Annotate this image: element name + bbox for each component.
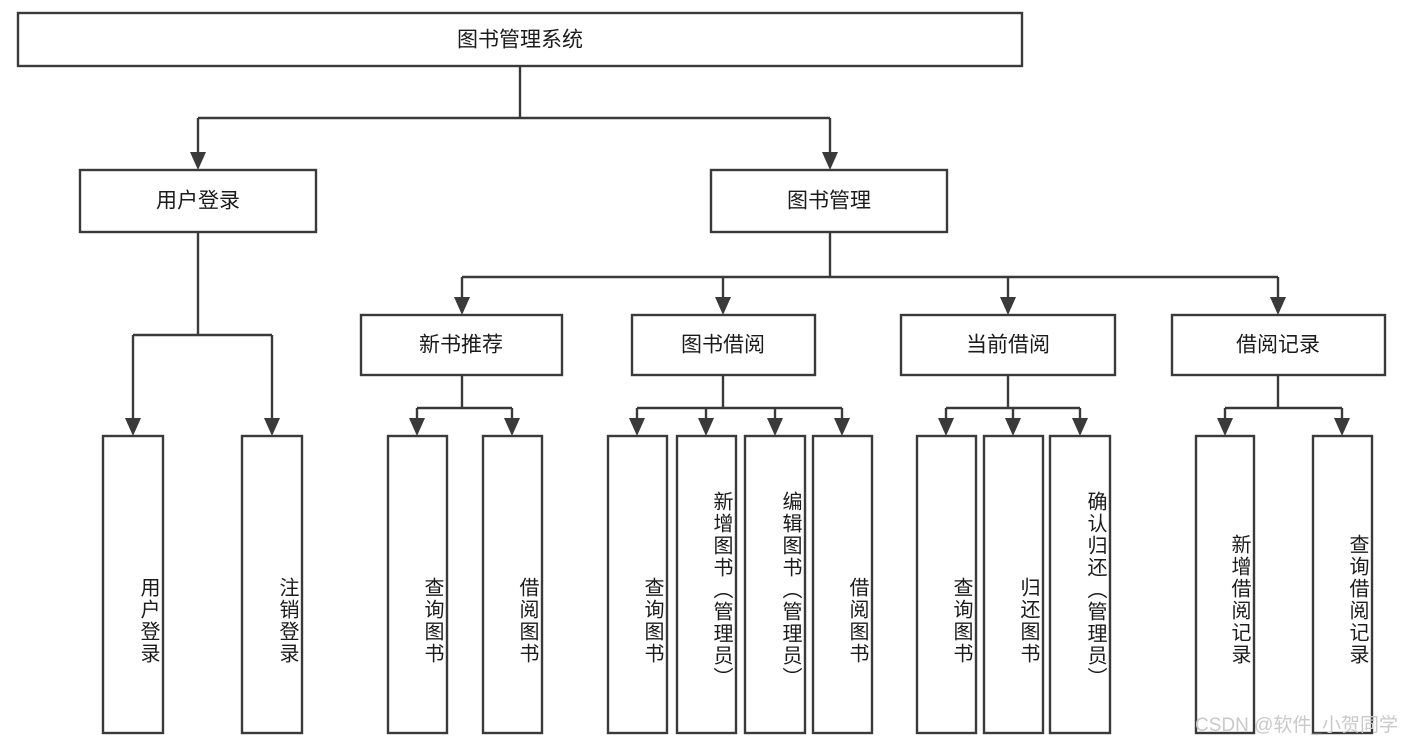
- arrowhead-book-manage: [822, 152, 838, 170]
- leaf-node-logout-login-box[interactable]: [240, 434, 304, 735]
- leaf-node-br-add-record[interactable]: [1194, 434, 1256, 735]
- leaf-node-cb-query-book[interactable]: [915, 434, 978, 735]
- node-book-manage-label: 图书管理: [787, 190, 871, 213]
- arrowhead-nb-leaf-1: [409, 418, 425, 436]
- arrowhead-br-leaf-2: [1334, 418, 1350, 436]
- leaf-node-bb-edit-book[interactable]: [743, 434, 807, 735]
- node-current-borrow-box[interactable]: [899, 313, 1117, 377]
- arrowhead-current-borrow: [1000, 297, 1016, 315]
- leaf-node-br-add-record-box[interactable]: [1194, 434, 1256, 735]
- node-new-book-recommend-box[interactable]: [359, 313, 564, 377]
- leaf-node-user-login-box[interactable]: [101, 434, 165, 735]
- node-borrow-record-box[interactable]: [1170, 313, 1387, 377]
- leaf-node-user-login[interactable]: [101, 434, 165, 735]
- csdn-watermark: CSDN @软件_小贺同学: [1195, 714, 1398, 736]
- node-user-login-box[interactable]: [78, 168, 318, 234]
- leaf-node-cb-return-book[interactable]: [982, 434, 1045, 735]
- node-book-borrow[interactable]: 图书借阅: [630, 313, 817, 377]
- node-borrow-record[interactable]: 借阅记录: [1170, 313, 1387, 377]
- connector-layer: [125, 66, 1350, 436]
- node-book-borrow-label: 图书借阅: [681, 334, 765, 357]
- arrowhead-user-login: [190, 152, 206, 170]
- arrowhead-leaf-user-login: [125, 418, 141, 436]
- leaf-node-bb-borrow-book[interactable]: [811, 434, 874, 735]
- arrowhead-book-borrow: [715, 297, 731, 315]
- node-user-login[interactable]: 用户登录: [78, 168, 318, 234]
- arrowhead-cb-leaf-2: [1005, 418, 1021, 436]
- leaf-node-cb-query-book-box[interactable]: [915, 434, 978, 735]
- arrowhead-borrow-record: [1270, 297, 1286, 315]
- node-book-manage-box[interactable]: [709, 168, 949, 234]
- arrowhead-new-book-recommend: [454, 297, 470, 315]
- node-root-system-box[interactable]: [16, 11, 1024, 68]
- arrowhead-cb-leaf-3: [1072, 418, 1088, 436]
- leaf-node-bb-borrow-book-box[interactable]: [811, 434, 874, 735]
- arrowhead-bb-leaf-4: [834, 418, 850, 436]
- leaf-node-cb-confirm-return[interactable]: [1048, 434, 1112, 735]
- node-new-book-recommend-label: 新书推荐: [419, 334, 503, 357]
- node-root-system-label: 图书管理系统: [457, 29, 583, 52]
- arrowhead-leaf-logout-login: [264, 418, 280, 436]
- leaf-node-bb-query-book-box[interactable]: [606, 434, 669, 735]
- node-root-system[interactable]: 图书管理系统: [16, 11, 1024, 68]
- node-book-manage[interactable]: 图书管理: [709, 168, 949, 234]
- arrowhead-bb-leaf-2: [698, 418, 714, 436]
- leaf-node-nb-borrow-book[interactable]: [481, 434, 544, 735]
- arrowhead-bb-leaf-3: [767, 418, 783, 436]
- leaf-node-logout-login[interactable]: [240, 434, 304, 735]
- leaf-node-cb-return-book-box[interactable]: [982, 434, 1045, 735]
- node-book-borrow-box[interactable]: [630, 313, 817, 377]
- leaf-node-bb-query-book[interactable]: [606, 434, 669, 735]
- arrowhead-bb-leaf-1: [629, 418, 645, 436]
- leaf-node-nb-query-book[interactable]: [386, 434, 449, 735]
- leaf-node-bb-add-book-box[interactable]: [675, 434, 738, 735]
- leaf-node-bb-add-book[interactable]: [675, 434, 738, 735]
- leaf-node-bb-edit-book-box[interactable]: [743, 434, 807, 735]
- leaf-node-cb-confirm-return-box[interactable]: [1048, 434, 1112, 735]
- arrowhead-br-leaf-1: [1217, 418, 1233, 436]
- node-current-borrow[interactable]: 当前借阅: [899, 313, 1117, 377]
- leaf-node-nb-borrow-book-box[interactable]: [481, 434, 544, 735]
- node-user-login-label: 用户登录: [156, 190, 240, 213]
- node-current-borrow-label: 当前借阅: [966, 334, 1050, 357]
- arrowhead-cb-leaf-1: [938, 418, 954, 436]
- node-new-book-recommend[interactable]: 新书推荐: [359, 313, 564, 377]
- arrowhead-nb-leaf-2: [504, 418, 520, 436]
- leaf-node-nb-query-book-box[interactable]: [386, 434, 449, 735]
- node-borrow-record-label: 借阅记录: [1236, 334, 1320, 357]
- leaf-node-br-query-record[interactable]: [1311, 434, 1374, 735]
- leaf-node-br-query-record-box[interactable]: [1311, 434, 1374, 735]
